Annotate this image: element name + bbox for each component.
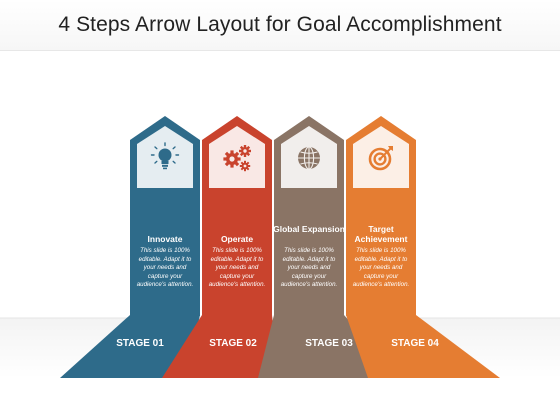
- stage-description-4: This slide is 100% editable. Adapt it to…: [352, 247, 410, 289]
- stage-description-1: This slide is 100% editable. Adapt it to…: [136, 247, 194, 289]
- slide-title: 4 Steps Arrow Layout for Goal Accomplish…: [58, 13, 502, 36]
- stage-title-operate: Operate: [220, 234, 254, 244]
- stage-base-1: [60, 315, 200, 378]
- gears-icon: [223, 145, 251, 172]
- stage-description-2: This slide is 100% editable. Adapt it to…: [208, 247, 266, 289]
- stage-base-2: [162, 315, 278, 378]
- target-icon: [368, 146, 393, 171]
- title-band: [0, 0, 560, 51]
- stage-label-03: STAGE 03: [305, 338, 353, 349]
- stage-label-01: STAGE 01: [116, 338, 164, 349]
- stage-description-3: This slide is 100% editable. Adapt it to…: [280, 247, 338, 289]
- stage-base-4: [346, 315, 500, 378]
- globe-icon: [298, 146, 320, 170]
- stage-label-04: STAGE 04: [391, 338, 439, 349]
- lightbulb-icon: [150, 142, 180, 170]
- stage-title-target-achievement: Target Achievement: [354, 224, 408, 244]
- stage-title-global-expansion: Global Expansion: [273, 224, 345, 234]
- stage-label-02: STAGE 02: [209, 338, 257, 349]
- stage-title-innovate: Innovate: [147, 234, 183, 244]
